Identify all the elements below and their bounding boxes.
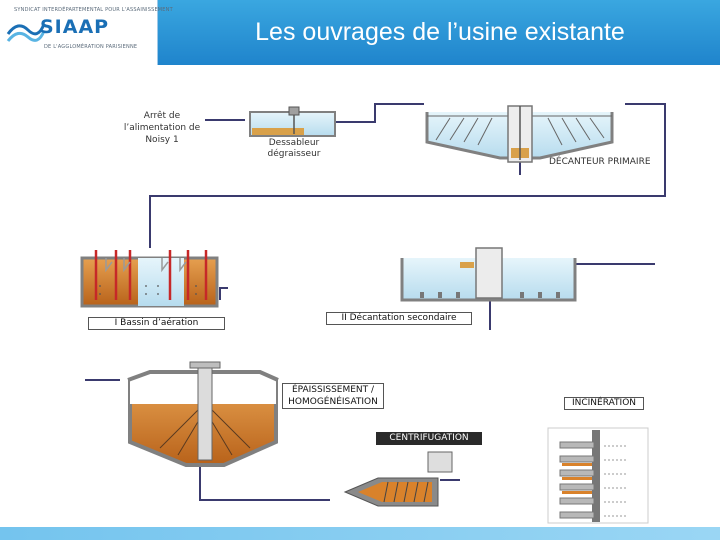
- label-stop-feed-line-1: Arrêt de: [143, 111, 181, 121]
- wave-icon: [6, 23, 46, 42]
- label-stop-feed: Arrêt de l’alimentation de Noisy 1: [116, 110, 208, 146]
- pipe-primary-to-aeration: [149, 103, 666, 248]
- label-stop-feed-line-3: Noisy 1: [145, 135, 179, 145]
- pipe-network: [85, 103, 666, 501]
- thickener-tank: [127, 361, 279, 467]
- label-centrifugation: CENTRIFUGATION: [376, 432, 482, 445]
- grit-removal-tank: [249, 106, 336, 137]
- label-stop-feed-line-2: l’alimentation de: [123, 123, 201, 133]
- pipe-grit-to-primary: [335, 103, 424, 123]
- label-thickening-line-2: HOMOGÉNÉISATION: [288, 397, 378, 407]
- siaap-logo: SYNDICAT INTERDÉPARTEMENTAL POUR L'ASSAI…: [0, 0, 173, 65]
- footer-bar: [0, 527, 720, 540]
- label-grit-removal-line-2: dégraisseur: [267, 149, 321, 159]
- label-thickening-line-1: ÉPAISSISSEMENT /: [291, 385, 375, 395]
- logo-name: SIAAP: [40, 16, 110, 38]
- label-incineration: INCINÉRATION: [564, 397, 644, 410]
- label-grit-removal-line-1: Dessableur: [268, 138, 320, 148]
- label-primary-settler: DÉCANTEUR PRIMAIRE: [549, 157, 651, 167]
- label-aeration-basin: I Bassin d’aération: [88, 317, 225, 330]
- header-banner: SYNDICAT INTERDÉPARTEMENTAL POUR L'ASSAI…: [0, 0, 720, 65]
- pipe-aeration-outlet: [219, 287, 228, 300]
- incinerator-unit: [547, 427, 649, 524]
- primary-settler-tank: [425, 105, 614, 163]
- page-title: Les ouvrages de l’usine existante: [255, 18, 625, 46]
- logo-line-top: SYNDICAT INTERDÉPARTEMENTAL POUR L'ASSAI…: [14, 7, 173, 13]
- logo-line-bottom: DE L'AGGLOMÉRATION PARISIENNE: [44, 44, 138, 50]
- label-grit-removal: Dessableur dégraisseur: [250, 138, 338, 160]
- centrifuge-unit: [343, 451, 453, 507]
- aeration-basin: [80, 250, 219, 308]
- pipe-thickener-to-centrifuge: [199, 465, 330, 501]
- secondary-settler-tank: [400, 247, 577, 302]
- label-thickening: ÉPAISSISSEMENT / HOMOGÉNÉISATION: [282, 383, 384, 409]
- label-secondary-settling: II Décantation secondaire: [326, 312, 472, 325]
